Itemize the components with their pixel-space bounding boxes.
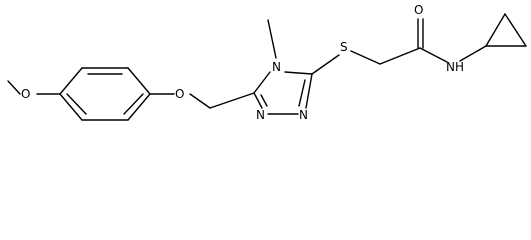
bond-ring-6 [59,93,83,121]
bond-n4-methyl [267,19,277,59]
bond-s-ch2 [350,50,381,65]
atom-o-carbonyl: O [414,3,423,17]
bond-c3-n2 [305,73,313,109]
bond-c3-n2-double [298,79,306,107]
atom-n4: N [272,60,281,74]
bond-c5-n4 [253,71,271,94]
bond-c-n [419,47,448,63]
structure-canvas: O O N N N S O N H [7,3,527,122]
bond-ring-1 [59,67,83,95]
bond-ring-4 [127,93,151,121]
bond-n1-c5-double [260,94,268,107]
bond-ch2-co [379,47,421,65]
atom-nh-h: H [455,60,464,74]
atom-nh-n: N [446,60,455,74]
bond-ring-3 [127,67,151,95]
atom-n2: N [299,108,308,122]
bond-c3-s [311,54,340,75]
atom-o-ether: O [175,87,184,101]
bond-n1-c5 [253,92,263,109]
molecule-diagram: O O N N N S O N H [7,3,527,122]
atom-s: S [340,40,348,54]
bond-cp-1 [485,13,506,47]
atom-n1: N [256,108,265,122]
bond-ch2-c5 [209,92,255,109]
bond-methyl-o [7,80,21,95]
bond-ring-inner-2 [123,93,144,115]
bond-n-cyclopropyl [459,45,487,62]
bond-ring-inner-3 [66,93,87,115]
bond-cp-2 [504,13,527,47]
bond-o-ch2 [189,93,211,109]
atom-o-methoxy: O [21,87,30,101]
bond-n4-c3 [284,71,313,75]
